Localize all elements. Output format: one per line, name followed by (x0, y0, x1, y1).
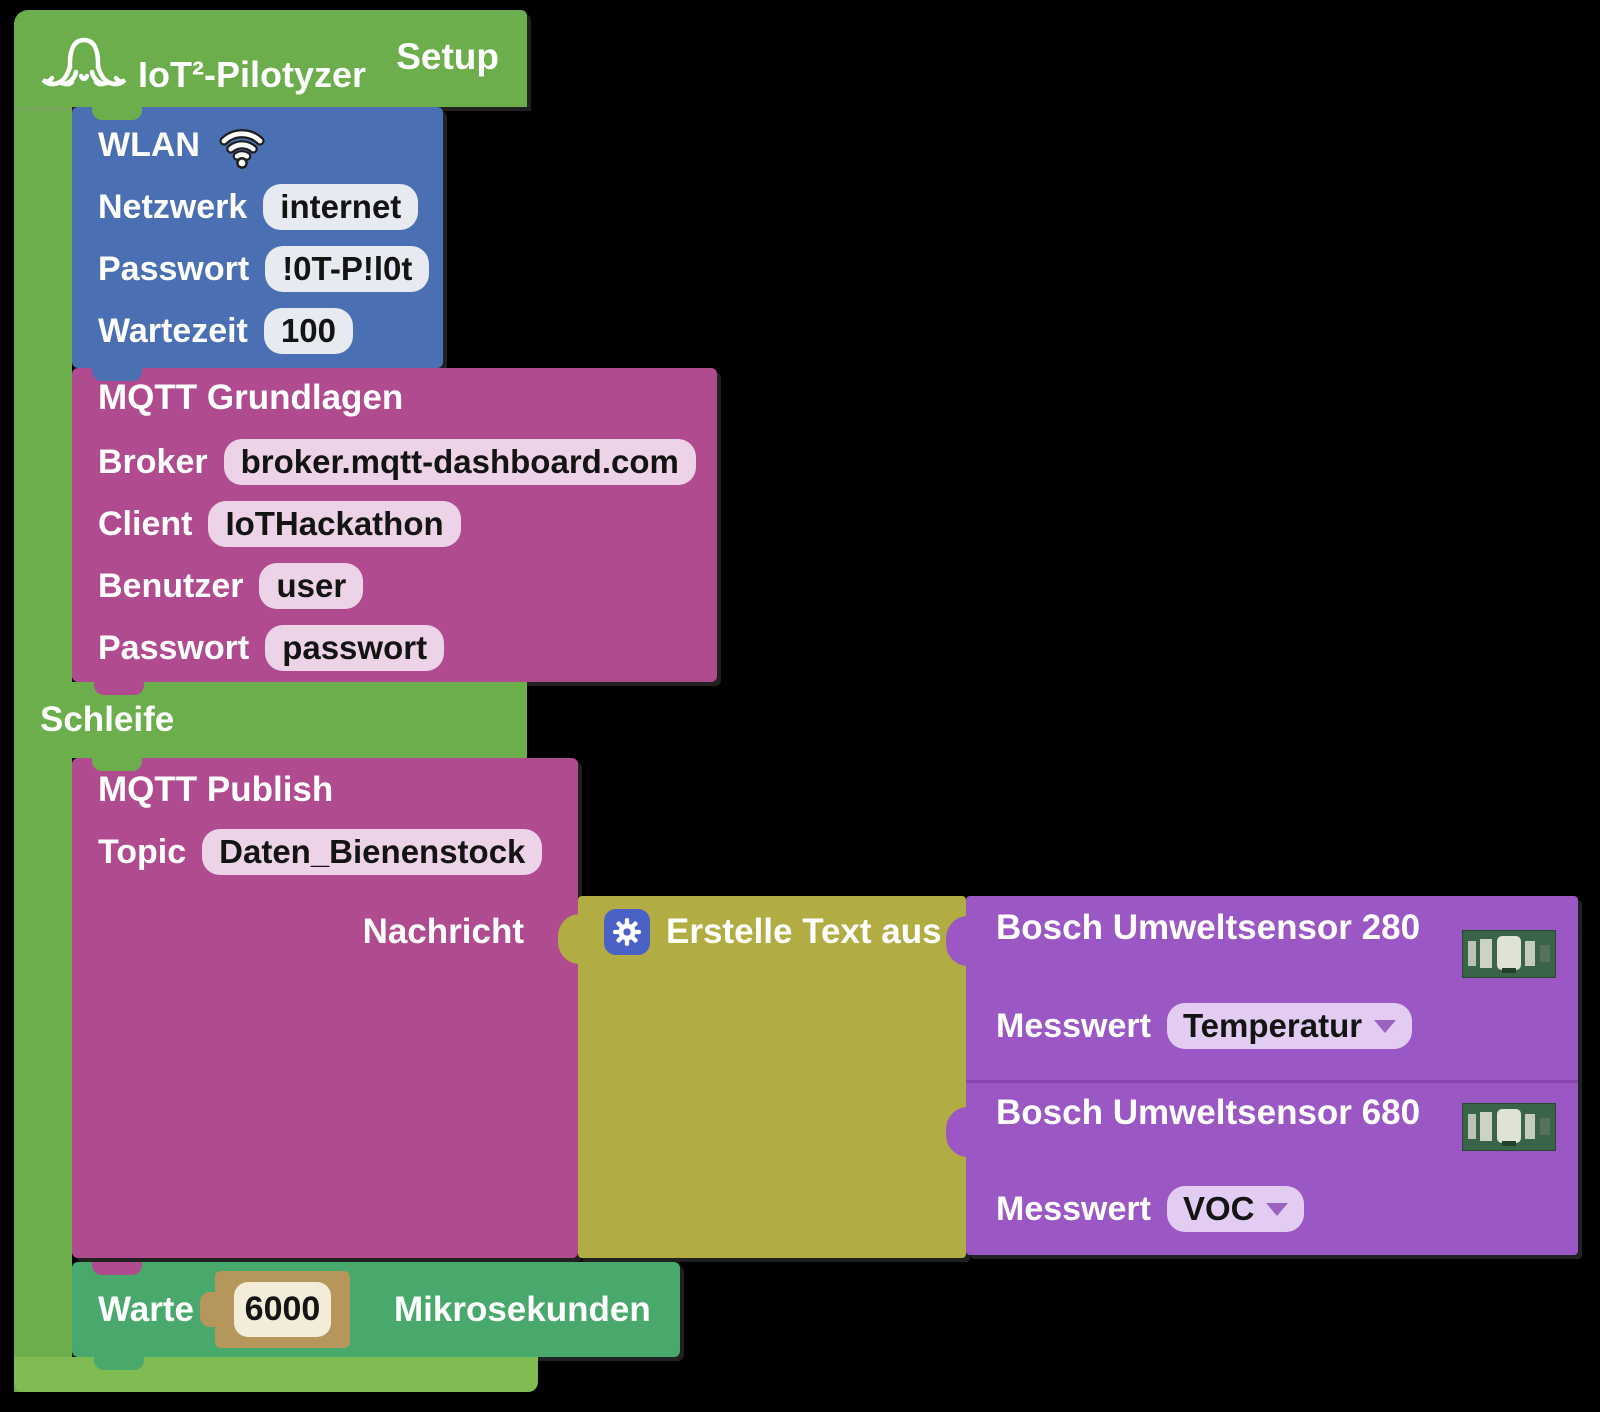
field-label: Client (98, 504, 193, 543)
octopus-logo-icon (41, 37, 127, 87)
wait-time-field[interactable]: 100 (263, 308, 353, 354)
wait-unit-label: Mikrosekunden (394, 1290, 651, 1329)
connector-notch (92, 107, 142, 120)
loop-section-label: Schleife (40, 700, 175, 739)
field-label: Broker (98, 442, 208, 481)
broker-field[interactable]: broker.mqtt-dashboard.com (223, 439, 696, 485)
gear-icon[interactable] (604, 909, 650, 955)
wlan-block[interactable]: WLAN Netzwerk internet Passwort !0T-P!l0… (72, 107, 443, 368)
sensor-280-block[interactable]: Bosch Umweltsensor 280 Messwert Temperat… (946, 896, 1578, 1080)
mqtt-publish-block[interactable]: MQTT Publish Topic Daten_Bienenstock Nac… (72, 758, 578, 1258)
mqtt-basics-title: MQTT Grundlagen (98, 378, 404, 417)
wifi-icon (219, 129, 265, 169)
number-block[interactable]: 6000 (200, 1271, 350, 1348)
loop-section-row[interactable]: Schleife (14, 682, 527, 758)
topic-label: Topic (98, 832, 187, 871)
connector-notch (94, 682, 144, 695)
create-text-block[interactable]: Erstelle Text aus (558, 896, 966, 1258)
sensor-680-title: Bosch Umweltsensor 680 (996, 1093, 1421, 1132)
wait-value-field[interactable]: 6000 (234, 1282, 331, 1337)
setup-block-header[interactable]: IoT²-Pilotyzer Setup (14, 10, 527, 107)
setup-block-bottom-bar[interactable] (14, 1357, 538, 1392)
connector-notch (94, 1357, 144, 1370)
connector-notch (92, 1262, 142, 1275)
topic-field[interactable]: Daten_Bienenstock (202, 829, 543, 875)
field-label: Wartezeit (98, 311, 248, 350)
wifi-password-field[interactable]: !0T-P!l0t (265, 246, 430, 292)
field-label: Passwort (98, 628, 250, 667)
connector-notch (92, 758, 142, 771)
measure-label: Messwert (996, 1006, 1151, 1045)
mqtt-basics-block[interactable]: MQTT Grundlagen Broker broker.mqtt-dashb… (72, 368, 717, 682)
message-input-label: Nachricht (362, 912, 524, 951)
connector-tab-left (558, 914, 580, 964)
field-label: Netzwerk (98, 187, 248, 226)
connector-notch (92, 368, 142, 381)
measure-dropdown[interactable]: VOC (1166, 1186, 1305, 1232)
sensor-680-block[interactable]: Bosch Umweltsensor 680 Messwert VOC (946, 1080, 1578, 1255)
dropdown-arrow-icon (1374, 1019, 1397, 1033)
wait-label: Warte (98, 1290, 194, 1329)
mqtt-password-field[interactable]: passwort (265, 625, 445, 671)
client-field[interactable]: IoTHackathon (208, 501, 461, 547)
block-title: IoT²-Pilotyzer (138, 54, 367, 95)
network-field[interactable]: internet (263, 184, 419, 230)
sensor-board-image (1462, 930, 1556, 978)
measure-label: Messwert (996, 1189, 1151, 1228)
measure-dropdown[interactable]: Temperatur (1166, 1003, 1413, 1049)
dropdown-arrow-icon (1266, 1202, 1289, 1216)
field-label: Passwort (98, 249, 250, 288)
user-field[interactable]: user (259, 563, 364, 609)
wait-block[interactable]: Warte 6000 Mikrosekunden (72, 1262, 680, 1357)
connector-tab-left (200, 1292, 217, 1327)
mqtt-publish-title: MQTT Publish (98, 770, 334, 809)
setup-section-label: Setup (396, 36, 499, 77)
create-text-title: Erstelle Text aus (666, 912, 942, 951)
connector-tab-left (946, 1107, 968, 1157)
field-label: Benutzer (98, 566, 244, 605)
wlan-title: WLAN (98, 125, 200, 164)
connector-tab-left (946, 916, 968, 966)
sensor-board-image (1462, 1103, 1556, 1151)
sensor-280-title: Bosch Umweltsensor 280 (996, 908, 1421, 947)
